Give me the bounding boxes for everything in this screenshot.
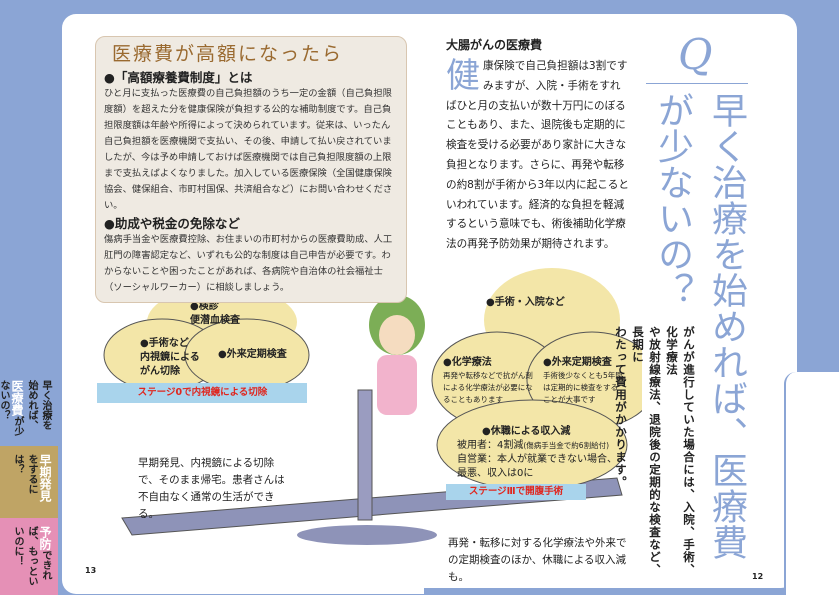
question-mark-q: Q: [678, 30, 713, 79]
scale-base: [297, 525, 437, 545]
page-number-right: 12: [752, 572, 764, 581]
tab-text: が少ないの？: [0, 380, 23, 436]
answer-text: がんが進行していた場合には、入院、手術、化学療法や放射線療法、退院後の定期的な検…: [614, 326, 696, 576]
tab-highlight: 早期発見: [38, 454, 52, 502]
right-bag-2: ●化学療法再発や転移などで抗がん剤による化学療法が必要になることもあります: [443, 357, 533, 404]
left-bag-2: ●手術など内視鏡による がん切除: [140, 338, 200, 377]
question-title-col1: 早く治療を始めれば、医療費: [706, 92, 747, 560]
tab-highlight: 医療費: [10, 380, 24, 416]
next-page-edge: [784, 372, 839, 595]
drop-cap: 健: [446, 56, 480, 96]
box-paragraph-1: ひと月に支払った医療費の自己負担額のうち一定の金額（自己負担限度額）を超えた分を…: [104, 88, 393, 211]
tab-text: できれば、もっといいのに！: [12, 526, 51, 586]
person-body: [377, 355, 417, 415]
section-body: 健康保険で自己負担額は3割ですみますが、入院・手術をすればひと月の支払いが数十万…: [446, 56, 629, 251]
tab-text: をするには？: [12, 454, 37, 494]
right-bag-1: ●手術・入院など: [486, 297, 565, 308]
tab-highlight: 予防: [38, 526, 52, 550]
stage-3-label: ステージⅢで開腹手術: [446, 484, 586, 500]
colon-cancer-cost-section: 大腸がんの医療費 健康保険で自己負担額は3割ですみますが、入院・手術をすればひと…: [446, 36, 631, 255]
box-title: 医療費が高額になったら: [112, 43, 344, 65]
tab-medical-cost[interactable]: 早く治療を始めれば、医療費が少ないの？: [0, 372, 58, 446]
person-face: [379, 315, 415, 355]
scale-pillar: [357, 389, 373, 521]
page-number-left: 13: [85, 566, 97, 575]
box-heading-2: ●助成や税金の免除など: [104, 216, 240, 231]
box-heading-1: ●「高額療養費制度」とは: [104, 70, 253, 85]
tab-prevention[interactable]: 予防できれば、もっといいのに！: [0, 518, 58, 595]
tab-early-detection[interactable]: 早期発見をするには？: [0, 446, 58, 518]
left-bag-1: ●検診便潜血検査: [190, 301, 240, 326]
divider: [646, 83, 748, 84]
right-bag-4: ●休職による収入減 被用者：4割減(傷病手当金で約6割給付) 自営業：本人が就業…: [457, 426, 617, 479]
left-caption: 早期発見、内視鏡による切除で、そのまま帰宅。患者さんは不自由なく通常の生活ができ…: [138, 457, 285, 520]
tab-text: 早く治療を始めれば、: [26, 380, 51, 430]
left-bag-3: ●外来定期検査: [218, 349, 287, 360]
right-caption: 再発・転移に対する化学療法や外来での定期検査のほか、休職による収入減も。: [448, 537, 627, 583]
section-heading: 大腸がんの医療費: [446, 38, 543, 52]
stage-0-label: ステージ0で内視鏡による切除: [100, 385, 305, 401]
high-cost-info-box: 医療費が高額になったら ●「高額療養費制度」とは ひと月に支払った医療費の自己負…: [95, 36, 407, 303]
question-title-col2: が少ないの？: [652, 92, 693, 308]
box-paragraph-2: 傷病手当金や医療費控除、お住まいの市町村からの医療費助成、人工肛門の障害認定など…: [104, 234, 393, 293]
right-bag-3: ●外来定期検査手術後少なくとも5年間は定期的に検査をすることが大事です: [543, 357, 623, 404]
